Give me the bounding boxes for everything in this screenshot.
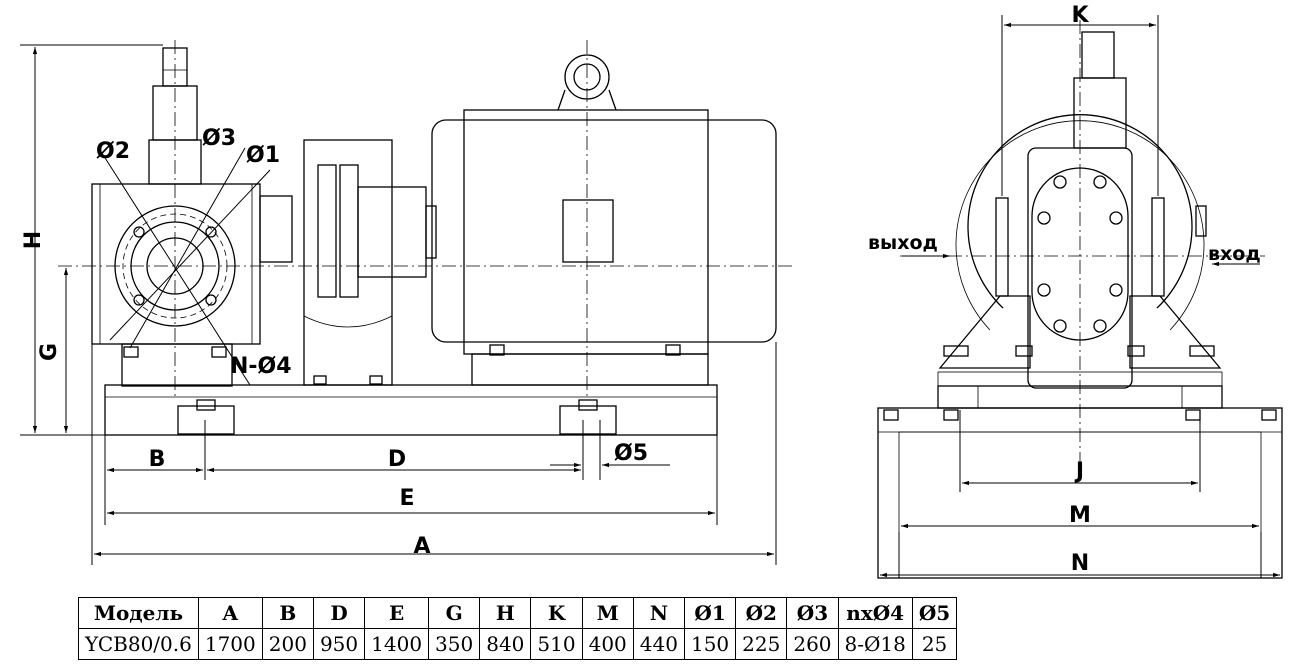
label-b: B <box>149 447 166 472</box>
label-d2: Ø2 <box>96 139 130 164</box>
label-d: D <box>388 447 406 472</box>
header-cell: E <box>364 597 430 629</box>
table-cell: 1400 <box>364 628 430 660</box>
label-n-d4: N-Ø4 <box>230 354 292 379</box>
table-cell: 510 <box>530 628 583 660</box>
side-view <box>58 40 792 436</box>
header-cell: M <box>581 597 634 629</box>
header-cell: Модель <box>78 597 199 629</box>
header-cell: Ø5 <box>911 597 958 629</box>
table-cell: 260 <box>786 628 839 660</box>
label-outlet: выход <box>868 232 938 254</box>
header-cell: D <box>312 597 366 629</box>
pump-cover-bolts <box>1037 175 1123 333</box>
header-cell: N <box>632 597 685 629</box>
anchor-bolt-right <box>559 405 617 435</box>
table-cell: 1700 <box>197 628 263 660</box>
label-h: H <box>21 231 46 249</box>
table-cell: 225 <box>735 628 788 660</box>
table-cell: 8-Ø18 <box>837 628 913 660</box>
table-row: YCB80/0.6 1700 200 950 1400 350 840 510 … <box>78 628 958 660</box>
table-cell: 950 <box>312 628 366 660</box>
front-view <box>877 20 1283 579</box>
pump-shaft <box>259 195 293 263</box>
pump-foot <box>121 343 233 387</box>
coupling-right <box>339 164 359 298</box>
header-cell: G <box>428 597 481 629</box>
coupling-guard <box>303 139 393 386</box>
label-j: J <box>1074 459 1084 484</box>
label-m: M <box>1069 503 1091 528</box>
coupling-left <box>317 164 337 298</box>
motor-body <box>463 109 709 355</box>
motor-fan-cover <box>431 119 777 343</box>
table-cell: YCB80/0.6 <box>78 628 199 660</box>
table-cell: 150 <box>683 628 737 660</box>
header-cell: Ø3 <box>786 597 839 629</box>
table-cell: 440 <box>632 628 685 660</box>
pump-drawing: H G Ø2 Ø3 Ø1 N-Ø4 B D Ø5 E A <box>20 3 1283 579</box>
label-d3: Ø3 <box>202 126 236 151</box>
base-frame <box>104 384 718 436</box>
anchor-bolt-left <box>177 405 235 435</box>
motor-feet <box>471 353 709 386</box>
label-k: K <box>1071 3 1089 28</box>
spec-table: Модель A B D E G H K M N Ø1 Ø2 Ø3 nxØ4 Ø… <box>78 597 958 660</box>
table-cell: 200 <box>261 628 314 660</box>
table-cell: 350 <box>428 628 481 660</box>
motor-end-shield <box>967 114 1193 309</box>
label-d1: Ø1 <box>246 143 280 168</box>
table-cell: 25 <box>911 628 958 660</box>
label-d5: Ø5 <box>614 441 648 466</box>
header-cell: Ø1 <box>683 597 737 629</box>
front-feet <box>938 295 1222 369</box>
side-dimensions <box>20 44 777 565</box>
table-header-row: Модель A B D E G H K M N Ø1 Ø2 Ø3 nxØ4 Ø… <box>78 597 958 629</box>
label-e: E <box>399 486 414 511</box>
table-cell: 840 <box>479 628 532 660</box>
front-dimensions <box>880 15 1280 578</box>
header-cell: K <box>530 597 583 629</box>
table-cell: 400 <box>581 628 634 660</box>
header-cell: Ø2 <box>735 597 788 629</box>
header-cell: H <box>479 597 532 629</box>
label-n: N <box>1071 551 1089 576</box>
label-inlet: вход <box>1208 243 1261 265</box>
label-a: A <box>413 534 430 559</box>
label-g: G <box>37 343 62 361</box>
header-cell: nxØ4 <box>837 597 913 629</box>
motor-terminal-box <box>562 199 614 263</box>
header-cell: A <box>197 597 263 629</box>
header-cell: B <box>261 597 314 629</box>
